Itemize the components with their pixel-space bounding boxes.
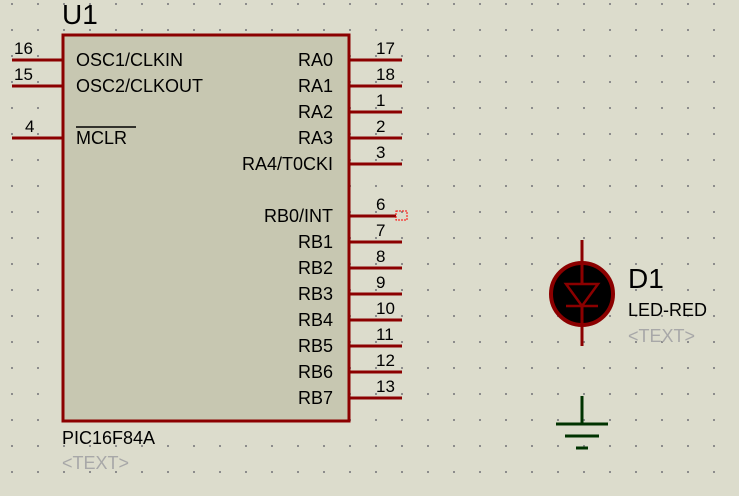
pin-number: 3 xyxy=(376,143,385,162)
pin-number: 10 xyxy=(376,299,395,318)
ground-icon[interactable] xyxy=(556,396,608,450)
pin-label: OSC2/CLKOUT xyxy=(76,76,203,96)
pin-number: 17 xyxy=(376,39,395,58)
pin-marker-icon[interactable] xyxy=(395,210,408,221)
pin-label: MCLR xyxy=(76,128,127,148)
pin-label: RA3 xyxy=(298,128,333,148)
u1-pin-ra1[interactable]: 18 RA1 xyxy=(298,65,402,96)
u1-pin-rb2[interactable]: 8 RB2 xyxy=(298,247,402,278)
pin-number: 4 xyxy=(25,117,34,136)
u1-pin-osc1[interactable]: 16 OSC1/CLKIN xyxy=(12,39,183,70)
u1-pin-ra2[interactable]: 1 RA2 xyxy=(298,91,402,122)
pin-label: RB6 xyxy=(298,362,333,382)
u1-pin-osc2[interactable]: 15 OSC2/CLKOUT xyxy=(12,65,203,96)
u1-pin-rb6[interactable]: 12 RB6 xyxy=(298,351,402,382)
u1-reference: U1 xyxy=(62,0,98,30)
pin-label: RB7 xyxy=(298,388,333,408)
pin-number: 7 xyxy=(376,221,385,240)
pin-label: RA4/T0CKI xyxy=(242,154,333,174)
pin-label: RA1 xyxy=(298,76,333,96)
pin-number: 15 xyxy=(14,65,33,84)
u1-pin-rb5[interactable]: 11 RB5 xyxy=(298,325,402,356)
pin-label: OSC1/CLKIN xyxy=(76,50,183,70)
pin-number: 2 xyxy=(376,117,385,136)
pin-label: RB5 xyxy=(298,336,333,356)
u1-pin-rb1[interactable]: 7 RB1 xyxy=(298,221,402,252)
pin-number: 9 xyxy=(376,273,385,292)
led-triangle xyxy=(563,282,601,309)
pin-number: 8 xyxy=(376,247,385,266)
component-d1[interactable]: D1 LED-RED <TEXT> xyxy=(549,240,707,346)
u1-text-placeholder: <TEXT> xyxy=(62,453,129,473)
u1-value: PIC16F84A xyxy=(62,428,155,448)
pin-label: RA2 xyxy=(298,102,333,122)
u1-pin-rb3[interactable]: 9 RB3 xyxy=(298,273,402,304)
pin-number: 18 xyxy=(376,65,395,84)
pin-label: RB3 xyxy=(298,284,333,304)
pin-label: RB1 xyxy=(298,232,333,252)
pin-number: 6 xyxy=(376,195,385,214)
pin-number: 16 xyxy=(14,39,33,58)
d1-reference: D1 xyxy=(628,263,664,294)
u1-pin-ra0[interactable]: 17 RA0 xyxy=(298,39,402,70)
component-u1[interactable]: U1 16 OSC1/CLKIN 15 OSC2/CLKOUT 4 MCLR 1… xyxy=(12,0,408,473)
pin-number: 13 xyxy=(376,377,395,396)
d1-text-placeholder: <TEXT> xyxy=(628,326,695,346)
u1-pin-rb7[interactable]: 13 RB7 xyxy=(298,377,402,408)
u1-pin-rb4[interactable]: 10 RB4 xyxy=(298,299,402,330)
d1-value: LED-RED xyxy=(628,300,707,320)
pin-label: RA0 xyxy=(298,50,333,70)
pin-number: 12 xyxy=(376,351,395,370)
u1-pin-rb0[interactable]: 6 RB0/INT xyxy=(264,195,408,226)
u1-pin-ra3[interactable]: 2 RA3 xyxy=(298,117,402,148)
pin-number: 1 xyxy=(376,91,385,110)
u1-pin-ra4[interactable]: 3 RA4/T0CKI xyxy=(242,143,402,174)
u1-pin-mclr[interactable]: 4 MCLR xyxy=(12,117,136,148)
u1-body[interactable] xyxy=(61,33,351,423)
pin-number: 11 xyxy=(376,325,394,344)
led-icon[interactable] xyxy=(549,240,615,346)
pin-label: RB4 xyxy=(298,310,333,330)
pin-label: RB0/INT xyxy=(264,206,333,226)
pin-label: RB2 xyxy=(298,258,333,278)
